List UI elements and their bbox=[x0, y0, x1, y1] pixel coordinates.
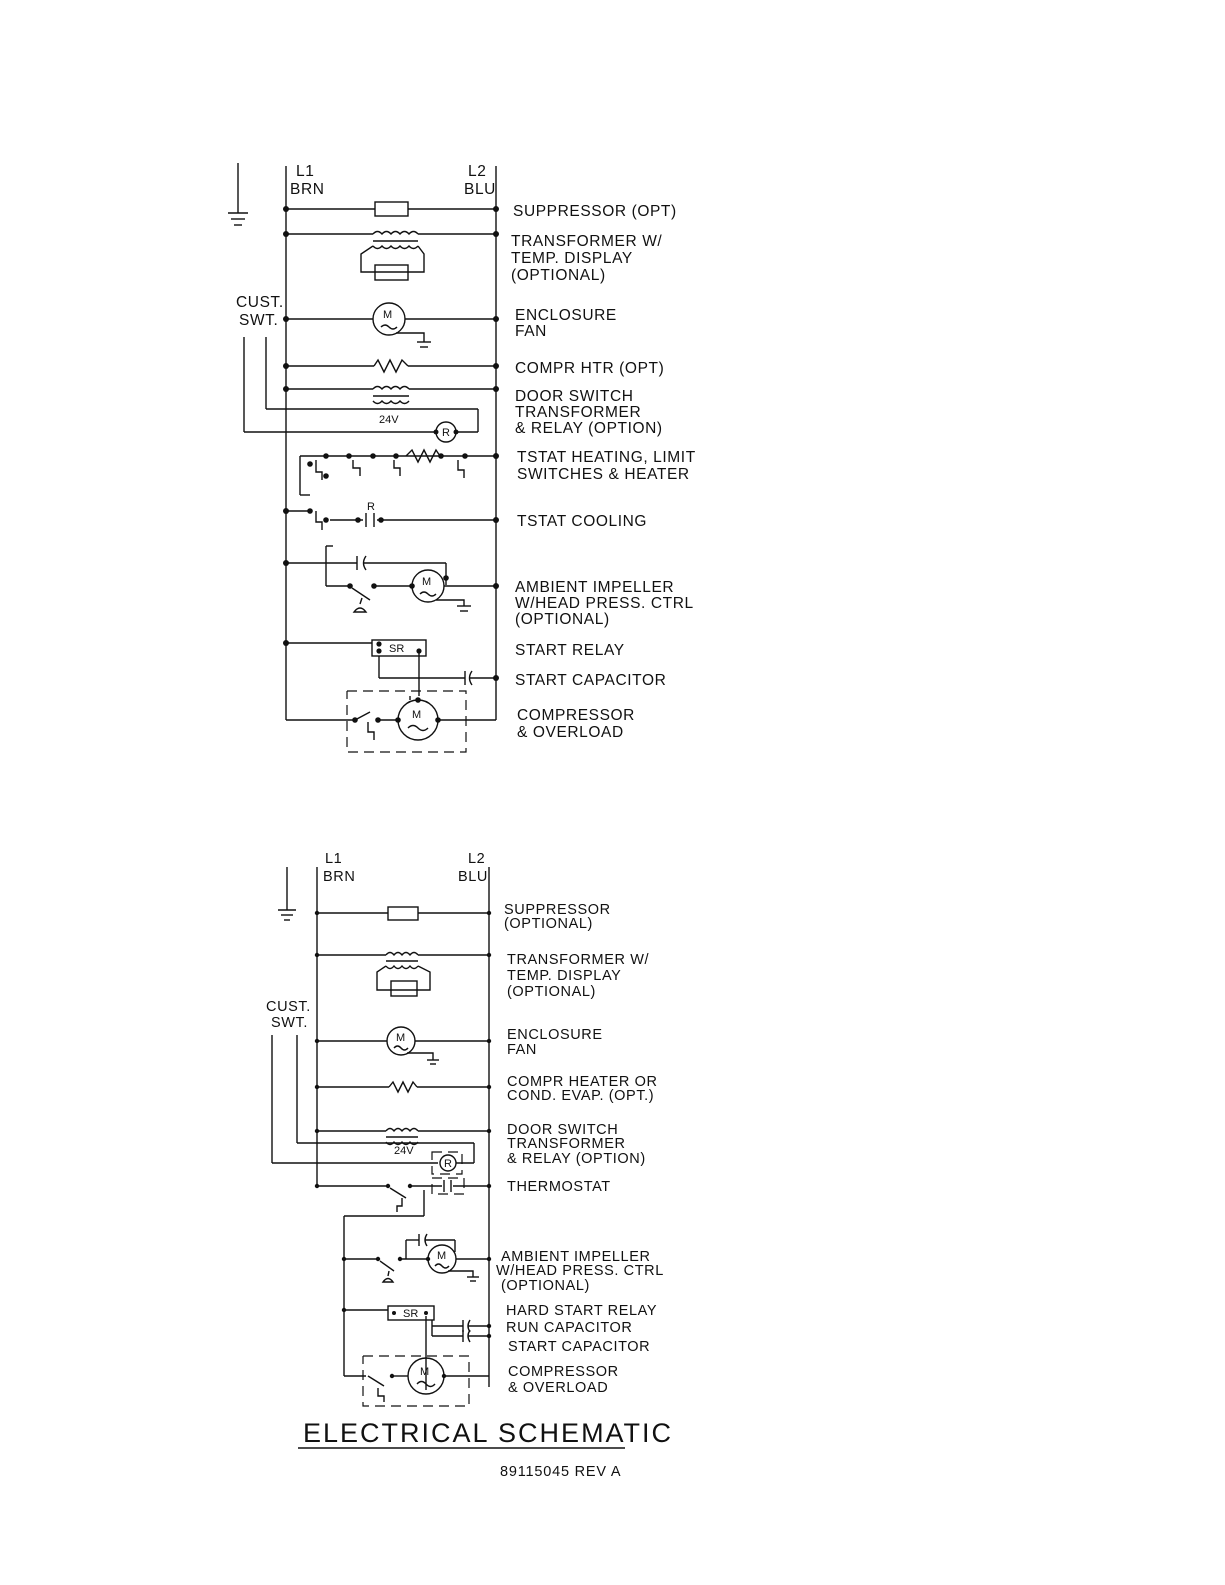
top-start-relay-sr: SR bbox=[389, 643, 404, 655]
top-l2-label: L2 bbox=[468, 163, 486, 180]
bottom-label-heater-2: COND. EVAP. (OPT.) bbox=[507, 1088, 654, 1104]
bottom-compressor-overload: M bbox=[344, 1355, 489, 1407]
bottom-label-suppressor-2: (OPTIONAL) bbox=[504, 916, 593, 932]
top-l1-label: L1 bbox=[296, 163, 314, 180]
top-label-impeller-2: W/HEAD PRESS. CTRL bbox=[515, 595, 694, 612]
bottom-start-relay-sr: SR bbox=[403, 1308, 418, 1320]
top-label-transformer-3: (OPTIONAL) bbox=[511, 267, 606, 284]
bottom-label-run-capacitor: RUN CAPACITOR bbox=[506, 1320, 633, 1336]
bottom-door-switch-transformer-relay: 24V R bbox=[271, 1035, 492, 1175]
bottom-label-transformer-3: (OPTIONAL) bbox=[507, 984, 596, 1000]
bottom-l2-color: BLU bbox=[458, 869, 488, 885]
bottom-l2-label: L2 bbox=[468, 851, 485, 867]
top-label-fan-1: ENCLOSURE bbox=[515, 307, 617, 324]
document-number: 89115045 REV A bbox=[500, 1464, 621, 1480]
top-fan-motor-m: M bbox=[383, 309, 392, 321]
top-label-transformer-2: TEMP. DISPLAY bbox=[511, 250, 633, 267]
top-suppressor bbox=[283, 201, 499, 217]
top-ambient-impeller: M bbox=[283, 545, 499, 613]
bottom-label-fan-1: ENCLOSURE bbox=[507, 1027, 603, 1043]
bottom-thermostat bbox=[314, 1177, 492, 1376]
bottom-cust-switch-line2: SWT. bbox=[271, 1015, 308, 1031]
bottom-cust-switch-line1: CUST. bbox=[266, 999, 311, 1015]
bottom-suppressor bbox=[314, 906, 492, 921]
top-l2-color: BLU bbox=[464, 181, 496, 198]
bottom-label-start-capacitor: START CAPACITOR bbox=[508, 1339, 650, 1355]
schematic-title: ELECTRICAL SCHEMATIC bbox=[303, 1418, 673, 1448]
top-compressor-motor-m: M bbox=[412, 709, 421, 721]
bottom-label-impeller-2: W/HEAD PRESS. CTRL bbox=[496, 1263, 664, 1279]
top-ground-symbol bbox=[228, 163, 248, 226]
top-label-tstat-cool: TSTAT COOLING bbox=[517, 513, 647, 530]
top-label-impeller-3: (OPTIONAL) bbox=[515, 611, 610, 628]
bottom-right-labels: SUPPRESSOR (OPTIONAL) TRANSFORMER W/ TEM… bbox=[496, 902, 664, 1396]
bottom-enclosure-fan: M bbox=[314, 1026, 492, 1065]
top-label-tstat-heat-2: SWITCHES & HEATER bbox=[517, 466, 690, 483]
bottom-label-transformer-2: TEMP. DISPLAY bbox=[507, 968, 621, 984]
top-24v-label: 24V bbox=[379, 414, 399, 426]
top-label-start-relay: START RELAY bbox=[515, 642, 625, 659]
top-tstat-heating-limits-heater bbox=[299, 448, 499, 496]
bottom-label-compressor-2: & OVERLOAD bbox=[508, 1380, 608, 1396]
bottom-impeller-motor-m: M bbox=[437, 1250, 446, 1262]
top-cooling-relay-r: R bbox=[367, 501, 375, 513]
top-relay-r: R bbox=[442, 427, 450, 439]
bottom-relay-r: R bbox=[444, 1158, 452, 1170]
bottom-l1-color: BRN bbox=[323, 869, 355, 885]
top-label-door-1: DOOR SWITCH bbox=[515, 388, 634, 405]
bottom-label-impeller-1: AMBIENT IMPELLER bbox=[501, 1249, 651, 1265]
top-label-tstat-heat-1: TSTAT HEATING, LIMIT bbox=[517, 449, 696, 466]
bottom-label-door-2: TRANSFORMER bbox=[507, 1136, 626, 1152]
top-schematic: L1 BRN L2 BLU bbox=[228, 163, 696, 753]
bottom-compressor-motor-m: M bbox=[420, 1366, 429, 1378]
top-compr-heater bbox=[283, 358, 499, 374]
top-label-door-3: & RELAY (OPTION) bbox=[515, 420, 663, 437]
top-label-transformer-1: TRANSFORMER W/ bbox=[511, 233, 662, 250]
top-impeller-motor-m: M bbox=[422, 576, 431, 588]
top-label-compressor-2: & OVERLOAD bbox=[517, 724, 624, 741]
bottom-label-thermostat: THERMOSTAT bbox=[507, 1179, 611, 1195]
top-cust-switch-line2: SWT. bbox=[239, 312, 278, 329]
top-label-impeller-1: AMBIENT IMPELLER bbox=[515, 579, 674, 596]
top-start-relay: SR bbox=[283, 639, 499, 696]
top-tstat-cooling: R bbox=[283, 501, 499, 530]
bottom-label-fan-2: FAN bbox=[507, 1042, 537, 1058]
top-label-compressor-1: COMPRESSOR bbox=[517, 707, 635, 724]
top-label-compr-htr: COMPR HTR (OPT) bbox=[515, 360, 664, 377]
top-right-labels: SUPPRESSOR (OPT) TRANSFORMER W/ TEMP. DI… bbox=[511, 203, 696, 741]
bottom-compr-heater bbox=[314, 1080, 492, 1094]
top-l1-color: BRN bbox=[290, 181, 325, 198]
top-label-door-2: TRANSFORMER bbox=[515, 404, 641, 421]
top-door-switch-transformer-relay: 24V R bbox=[243, 337, 499, 443]
top-label-start-cap: START CAPACITOR bbox=[515, 672, 666, 689]
bottom-hard-start-relay-capacitors: SR bbox=[341, 1305, 492, 1390]
top-transformer-temp-display bbox=[283, 230, 499, 281]
bottom-transformer-temp-display bbox=[314, 951, 492, 997]
top-label-fan-2: FAN bbox=[515, 323, 547, 340]
bottom-label-door-3: & RELAY (OPTION) bbox=[507, 1151, 646, 1167]
bottom-l1-label: L1 bbox=[325, 851, 342, 867]
bottom-ground-symbol bbox=[278, 867, 296, 921]
top-compressor-overload: M bbox=[286, 690, 496, 753]
bottom-label-transformer-1: TRANSFORMER W/ bbox=[507, 952, 649, 968]
bottom-24v-label: 24V bbox=[394, 1145, 414, 1157]
bottom-label-compressor-1: COMPRESSOR bbox=[508, 1364, 619, 1380]
bottom-schematic: L1 BRN L2 BLU bbox=[266, 851, 664, 1407]
bottom-fan-motor-m: M bbox=[396, 1032, 405, 1044]
bottom-label-impeller-3: (OPTIONAL) bbox=[501, 1278, 590, 1294]
bottom-label-heater-1: COMPR HEATER OR bbox=[507, 1074, 658, 1090]
top-enclosure-fan: M bbox=[283, 302, 499, 348]
bottom-label-door-1: DOOR SWITCH bbox=[507, 1122, 618, 1138]
bottom-label-hard-start-relay: HARD START RELAY bbox=[506, 1303, 657, 1319]
bottom-ambient-impeller: M bbox=[341, 1233, 492, 1283]
bottom-label-suppressor-1: SUPPRESSOR bbox=[504, 902, 611, 918]
top-label-suppressor: SUPPRESSOR (OPT) bbox=[513, 203, 677, 220]
top-cust-switch-line1: CUST. bbox=[236, 294, 284, 311]
